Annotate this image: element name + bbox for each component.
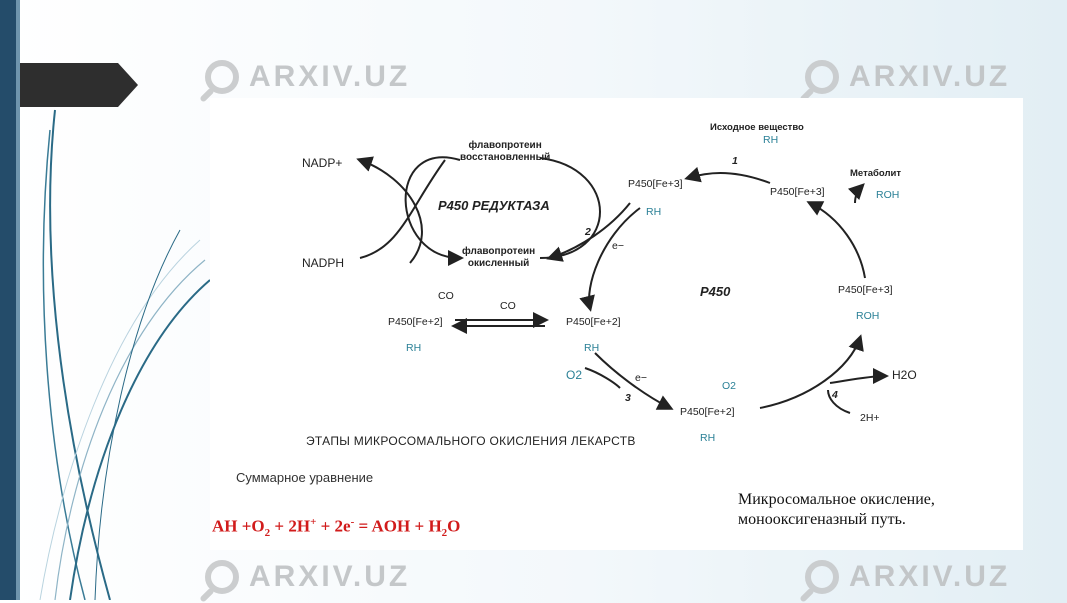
- p450-fe3-rh-node: P450[Fe+3]: [628, 178, 683, 190]
- flavoprotein-reduced-label: флавопротеин восстановленный: [460, 140, 550, 164]
- p450-text: P450: [388, 316, 413, 328]
- bound-o2-label: O2: [722, 380, 737, 392]
- electron-label: e−: [612, 240, 624, 252]
- watermark-logo-icon: [205, 60, 239, 94]
- decorative-curves: [39, 109, 211, 600]
- nadp-plus-label: NADP+: [302, 156, 343, 170]
- microsomal-oxidation-figure: флавопротеин восстановленный флавопротеи…: [210, 98, 1023, 550]
- slide-sidebar-bar: [0, 0, 16, 600]
- h2o-label: H2O: [892, 368, 917, 382]
- metabolite-label: Метаболит: [850, 168, 901, 179]
- diagram-arrows: [356, 156, 889, 414]
- watermark: ARXIV.UZ: [805, 560, 1010, 594]
- fe2-text: [Fe+2]: [412, 316, 443, 328]
- equation-part: + 2e: [316, 516, 351, 536]
- flavoprotein-oxidized-label: флавопротеин окисленный: [462, 246, 535, 270]
- summary-equation: AH +O2 + 2H+ + 2e- = AOH + H2O: [212, 516, 460, 539]
- watermark: ARXIV.UZ: [805, 60, 1010, 94]
- p450-text: P450: [770, 186, 795, 198]
- roh-label: ROH: [856, 310, 880, 322]
- co-equilibrium-label: CO: [500, 300, 516, 312]
- equation-part: = AOH + H: [354, 516, 442, 536]
- fe3-text: [Fe+3]: [794, 186, 825, 198]
- pathway-note: Микросомальное окисление, монооксигеназн…: [738, 490, 935, 530]
- initial-rh-label: RH: [763, 134, 779, 146]
- diagram-caption: ЭТАПЫ МИКРОСОМАЛЬНОГО ОКИСЛЕНИЯ ЛЕКАРСТВ: [306, 434, 636, 448]
- title-tab-shape: [20, 63, 138, 107]
- reductase-circle-left: [404, 156, 464, 266]
- watermark: ARXIV.UZ: [205, 560, 410, 594]
- rh-label: RH: [646, 206, 662, 218]
- co-rh-label: RH: [406, 342, 422, 354]
- pathway-note-line1: Микросомальное окисление,: [738, 491, 935, 508]
- flavoprotein-oxidized-line1: флавопротеин: [462, 246, 536, 257]
- initial-substance-label: Исходное вещество: [710, 122, 804, 133]
- equation-part: AH +O: [212, 516, 265, 536]
- reductase-circle-right: [539, 157, 601, 259]
- metabolite-roh-label: ROH: [876, 189, 900, 201]
- co-bound-label: CO: [438, 290, 454, 302]
- p450-fe2-rh-node: P450[Fe+2]: [566, 316, 621, 328]
- reductase-label: P450 РЕДУКТАЗА: [438, 198, 550, 213]
- p450-text: P450: [680, 406, 705, 418]
- fe2-text: [Fe+2]: [704, 406, 735, 418]
- p450-text: P450: [566, 316, 591, 328]
- two-h-plus-label: 2H+: [860, 412, 880, 424]
- step-number-4: 4: [832, 389, 838, 401]
- p450-fe3-roh-node: P450[Fe+3]: [838, 284, 893, 296]
- step-number-2: 2: [585, 226, 591, 238]
- fe3-text: [Fe+3]: [652, 178, 683, 190]
- summary-label: Суммарное уравнение: [236, 470, 374, 485]
- watermark-logo-icon: [205, 560, 239, 594]
- equation-sup: -: [350, 516, 355, 528]
- equation-part: + 2H: [270, 516, 311, 536]
- pathway-note-line2: монооксигеназный путь.: [738, 511, 906, 528]
- p450-cycle-label: P450: [700, 284, 731, 299]
- slide-sidebar-stripe: [16, 0, 20, 600]
- flavoprotein-reduced-line2: восстановленный: [460, 152, 551, 163]
- fe3-text: [Fe+3]: [862, 284, 893, 296]
- p450-text: P450: [628, 178, 653, 190]
- p450-text: P450: [838, 284, 863, 296]
- p450-fe3-metabolite-node: P450[Fe+3]: [770, 186, 825, 198]
- flavoprotein-oxidized-line2: окисленный: [467, 258, 530, 269]
- fe2-text: [Fe+2]: [590, 316, 621, 328]
- watermark: ARXIV.UZ: [205, 60, 410, 94]
- equation-part: O: [447, 516, 461, 536]
- o2-in-label: O2: [566, 368, 583, 382]
- bottom-rh-label: RH: [700, 432, 716, 444]
- fe2-rh-label: RH: [584, 342, 600, 354]
- nadph-label: NADPH: [302, 256, 345, 270]
- step-number-1: 1: [732, 155, 738, 167]
- watermark-logo-icon: [805, 560, 839, 594]
- step-number-3: 3: [625, 392, 631, 404]
- p450-fe2-o2-node: P450[Fe+2]: [680, 406, 735, 418]
- equation-sup: +: [310, 516, 317, 528]
- electron-3-label: e−: [635, 372, 647, 384]
- equation-sub: 2: [441, 527, 448, 540]
- equation-sub: 2: [264, 527, 271, 540]
- flavoprotein-reduced-line1: флавопротеин: [468, 140, 542, 151]
- watermark-logo-icon: [805, 60, 839, 94]
- p450-fe2-co-node: P450[Fe+2]: [388, 316, 443, 328]
